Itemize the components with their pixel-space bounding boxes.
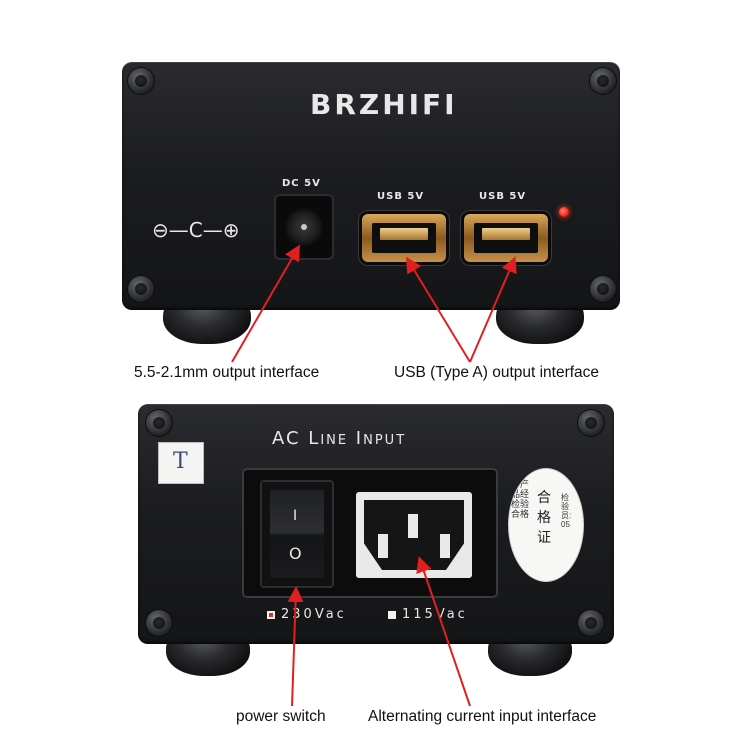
certificate-ring-text: 本产品经检验合格	[511, 479, 530, 519]
top-panel	[122, 62, 620, 310]
ac-input-caption: Alternating current input interface	[368, 708, 597, 725]
voltage-230-label: 230Vac	[281, 607, 347, 622]
voltage-115-indicator	[388, 611, 396, 619]
certificate-title: 合格证	[537, 489, 551, 545]
dc-jack	[276, 196, 332, 258]
usb-port-1[interactable]	[362, 214, 446, 262]
power-led	[559, 207, 569, 217]
usb-label-2: USB 5V	[479, 191, 527, 202]
brand-logo: BRZHIFI	[310, 88, 458, 121]
ac-inlet-neutral-pin	[440, 534, 450, 558]
top-left-upper-screw	[128, 68, 154, 94]
sticker-letter: T	[173, 449, 188, 474]
bottom-right-lower-screw	[578, 610, 604, 636]
top-right-lower-screw	[590, 276, 616, 302]
usb-label-1: USB 5V	[377, 191, 425, 202]
power-switch-caption: power switch	[236, 708, 326, 725]
polarity-symbol: ⊖—C—⊕	[152, 218, 240, 242]
certificate-seal: 本产品经检验合格 合格证 检验员: 05	[508, 468, 584, 582]
top-right-upper-screw	[590, 68, 616, 94]
switch-off-glyph: O	[289, 544, 303, 563]
power-switch-rocker	[270, 490, 324, 578]
dc-label: DC 5V	[282, 178, 321, 189]
ac-line-input-title: AC Line Input	[272, 428, 407, 449]
top-left-lower-screw	[128, 276, 154, 302]
usb-port-2[interactable]	[464, 214, 548, 262]
bottom-left-lower-screw	[146, 610, 172, 636]
usb-output-caption: USB (Type A) output interface	[394, 364, 600, 381]
usb-port-1-socket	[372, 223, 436, 253]
voltage-230-selected-dot	[269, 613, 273, 617]
handwritten-sticker: T	[158, 442, 204, 484]
switch-on-glyph: I	[293, 508, 299, 524]
dc-jack-pin	[301, 224, 307, 230]
dc-output-caption: 5.5-2.1mm output interface	[134, 364, 320, 381]
power-switch[interactable]: I O	[262, 482, 332, 586]
usb-port-2-tongue	[482, 228, 530, 240]
ac-inlet-earth-pin	[408, 514, 418, 538]
ac-inlet[interactable]	[356, 492, 472, 578]
usb-port-1-tongue	[380, 228, 428, 240]
bottom-left-upper-screw	[146, 410, 172, 436]
voltage-115-label: 115Vac	[402, 607, 468, 622]
voltage-230-indicator	[267, 611, 275, 619]
usb-port-2-socket	[474, 223, 538, 253]
bottom-right-upper-screw	[578, 410, 604, 436]
certificate-inspector: 检验员: 05	[561, 493, 572, 529]
ac-inlet-line-pin	[378, 534, 388, 558]
